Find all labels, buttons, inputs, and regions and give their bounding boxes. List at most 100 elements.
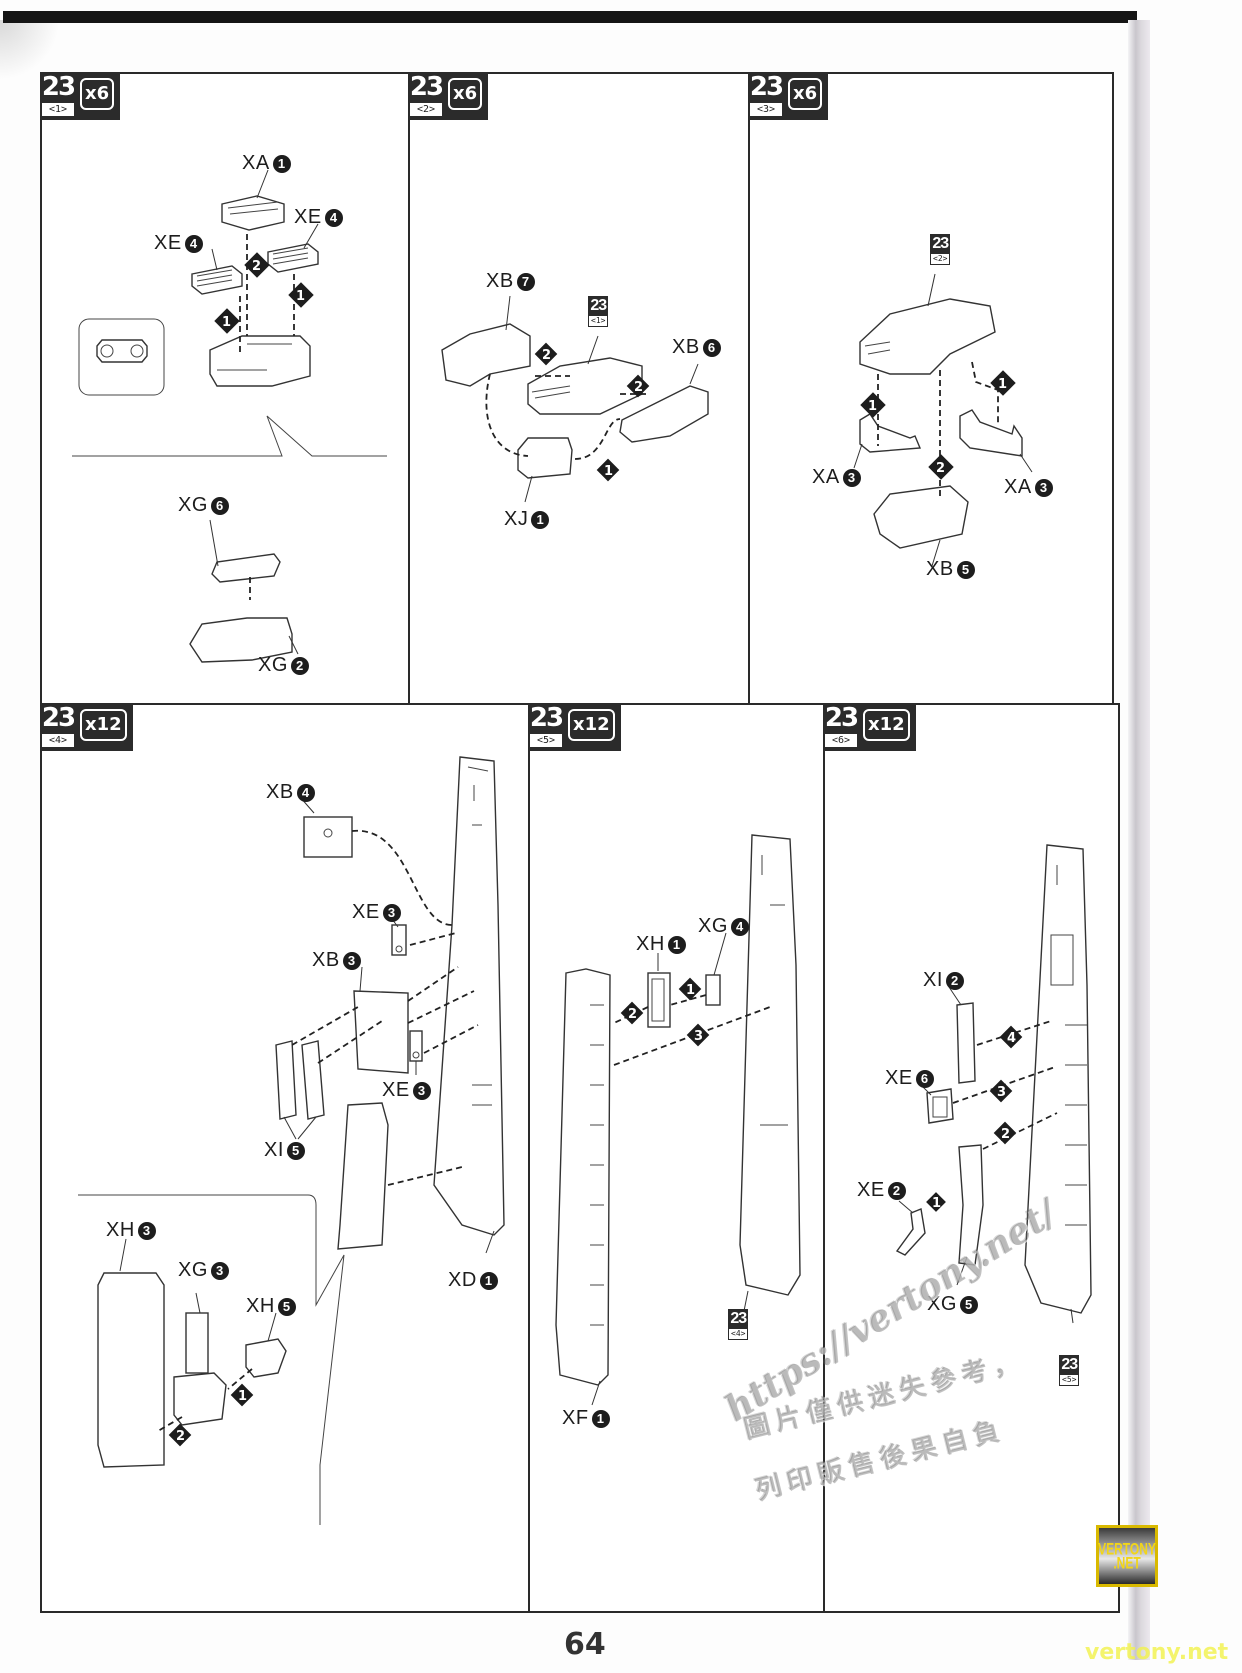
svg-text:3: 3 <box>694 1029 703 1044</box>
svg-text:2: 2 <box>936 461 945 476</box>
part-xa1-icon <box>221 195 285 231</box>
section-divider <box>72 415 387 457</box>
step-sub: <2> <box>410 103 442 116</box>
detail-inset <box>78 318 165 396</box>
part-xe4-left-icon <box>191 265 243 295</box>
part-xh1-icon <box>647 972 671 1028</box>
order-marker: 1 <box>926 1192 946 1212</box>
svg-text:2: 2 <box>542 348 551 363</box>
order-marker: 2 <box>168 1423 192 1447</box>
step-badge: 23<4> x12 <box>40 703 133 751</box>
step-number: 23 <box>41 72 76 102</box>
assembly-diagram: 2 1 1 <box>72 169 387 663</box>
order-marker: 3 <box>686 1023 710 1047</box>
assembly-diagram: 1 2 3 <box>555 834 801 1406</box>
order-marker: 1 <box>214 308 240 334</box>
subassembly-inset <box>78 1194 345 1525</box>
svg-text:2: 2 <box>252 259 261 274</box>
assembly-diagram: 1 2 <box>78 756 505 1525</box>
svg-text:1: 1 <box>604 464 613 479</box>
part-xb7-icon <box>441 323 531 387</box>
part-xi5-icon <box>275 1040 325 1120</box>
step-sub: <4> <box>42 734 74 747</box>
step-badge: 23<3> x6 <box>748 72 829 120</box>
order-marker: 4 <box>999 1025 1023 1049</box>
part-xb5-icon <box>873 485 969 549</box>
quantity-multiplier: x12 <box>863 709 910 741</box>
assembly-diagram: 2 2 1 <box>441 295 709 503</box>
step-badge: 23<2> x6 <box>408 72 489 120</box>
quantity-multiplier: x12 <box>568 709 615 741</box>
step-sub: <3> <box>750 103 782 116</box>
step-sub: <5> <box>530 734 562 747</box>
part-xi2-icon <box>956 1002 976 1084</box>
svg-text:2: 2 <box>634 380 643 395</box>
svg-text:1: 1 <box>686 983 695 998</box>
step-number: 23 <box>529 703 564 733</box>
svg-text:2: 2 <box>628 1007 637 1022</box>
order-marker: 1 <box>288 282 314 308</box>
svg-text:1: 1 <box>868 399 877 414</box>
assembly-diagram: 4 3 2 1 <box>895 844 1092 1324</box>
svg-text:4: 4 <box>1007 1031 1016 1046</box>
part-xg2-icon <box>189 617 293 663</box>
order-marker: 1 <box>678 977 702 1001</box>
part-xa3-left-icon <box>859 413 922 453</box>
order-marker: 1 <box>990 370 1016 396</box>
step-badge: 23<1> x6 <box>40 72 121 120</box>
page-header-bar <box>3 11 1137 23</box>
part-xa3-right-icon <box>959 409 1023 457</box>
part-xg6-icon <box>211 553 281 583</box>
part-xh3-icon <box>97 1272 165 1468</box>
part-xh5-icon <box>245 1338 287 1378</box>
step-sub: <1> <box>42 103 74 116</box>
step-number: 23 <box>749 72 784 102</box>
order-marker: 3 <box>989 1079 1013 1103</box>
svg-text:2: 2 <box>176 1429 185 1444</box>
order-marker: 2 <box>620 1001 644 1025</box>
svg-text:1: 1 <box>932 1196 941 1211</box>
order-marker: 1 <box>596 458 620 482</box>
quantity-multiplier: x12 <box>80 709 127 741</box>
svg-text:1: 1 <box>238 1389 247 1404</box>
part-xd1-frame-icon <box>433 756 505 1236</box>
assembly-diagram: 1 1 2 <box>853 273 1033 567</box>
step-badge: 23<5> x12 <box>528 703 621 751</box>
part-xg5-icon <box>958 1144 984 1266</box>
part-xg4-icon <box>705 974 721 1006</box>
svg-text:1: 1 <box>296 289 305 304</box>
part-xe3-top-icon <box>391 924 407 956</box>
logo-line1: VERTONY <box>1098 1539 1156 1559</box>
step-badge: 23<6> x12 <box>823 703 916 751</box>
part-xb4-icon <box>303 816 353 858</box>
part-subassembly-icon <box>527 357 643 415</box>
part-xe3-bottom-icon <box>409 1030 423 1062</box>
order-marker: 2 <box>244 252 270 278</box>
part-subassembly-icon <box>859 298 996 375</box>
reference-step-badge: 23<2> <box>930 234 951 265</box>
reference-step-badge: 23<5> <box>1059 1355 1080 1386</box>
logo-line2: .NET <box>1113 1553 1141 1573</box>
